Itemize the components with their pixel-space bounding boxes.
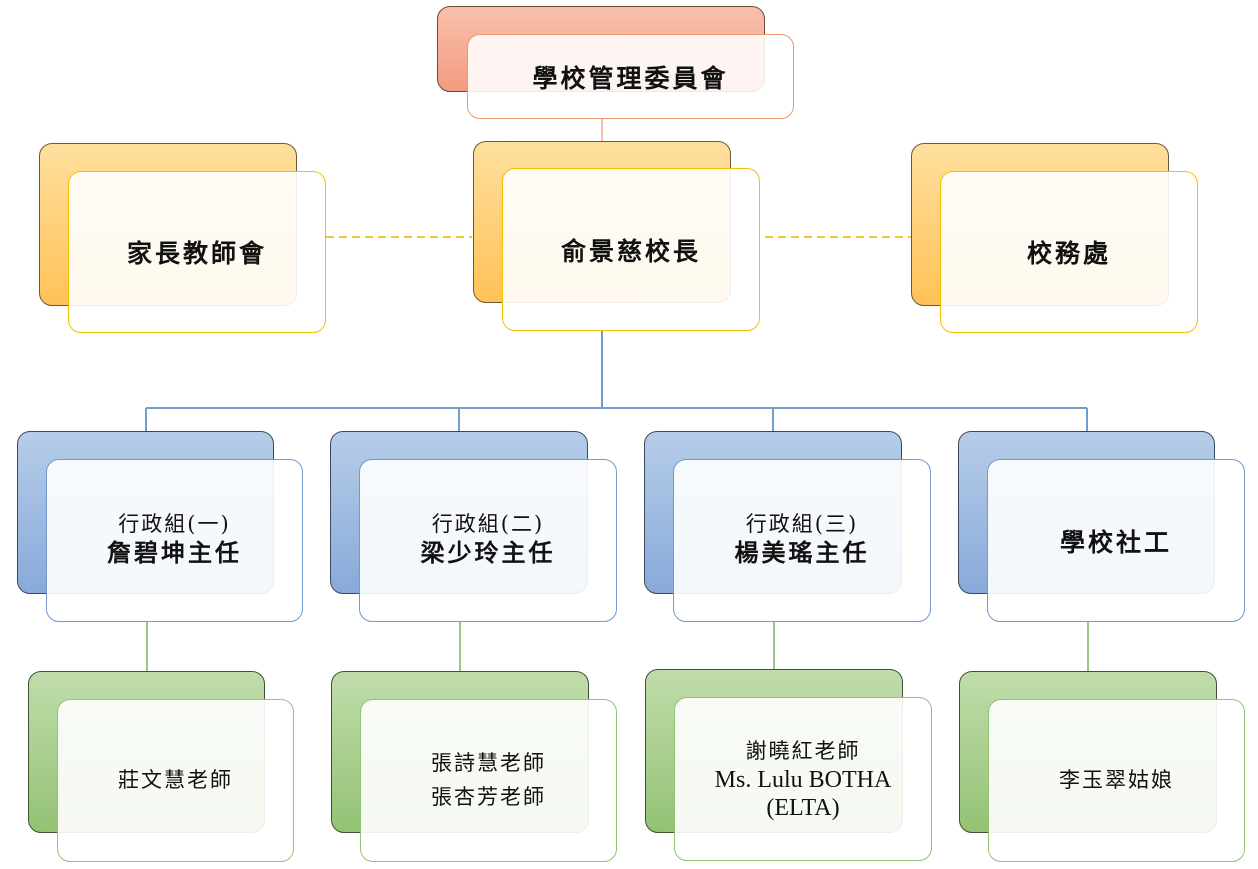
social-work-label: 學校社工 (1059, 527, 1172, 557)
pta-label: 家長教師會 (126, 239, 267, 268)
admin-3-title: 行政組(三) (745, 512, 859, 537)
school-office-label: 校務處 (1026, 239, 1111, 268)
admin-3-head: 楊美瑤主任 (734, 538, 870, 568)
admin-2-head: 梁少玲主任 (420, 538, 556, 568)
team-3-line1: 謝曉紅老師 (745, 738, 861, 763)
team-4-line1: 李玉翠姑娘 (1059, 768, 1174, 793)
admin-1-title: 行政組(一) (118, 512, 231, 537)
principal-label: 俞景慈校長 (560, 236, 701, 266)
admin-2-title: 行政組(二) (431, 512, 545, 537)
admin-1-head: 詹碧坤主任 (107, 538, 242, 568)
committee-label: 學校管理委員會 (532, 63, 729, 93)
team-3-line2: Ms. Lulu BOTHA (714, 767, 892, 794)
team-2-line1: 張詩慧老師 (431, 750, 546, 775)
team-3-line3: (ELTA) (766, 794, 840, 821)
team-1-line1: 莊文慧老師 (118, 768, 233, 793)
team-2-line2: 張杏芳老師 (431, 784, 546, 809)
